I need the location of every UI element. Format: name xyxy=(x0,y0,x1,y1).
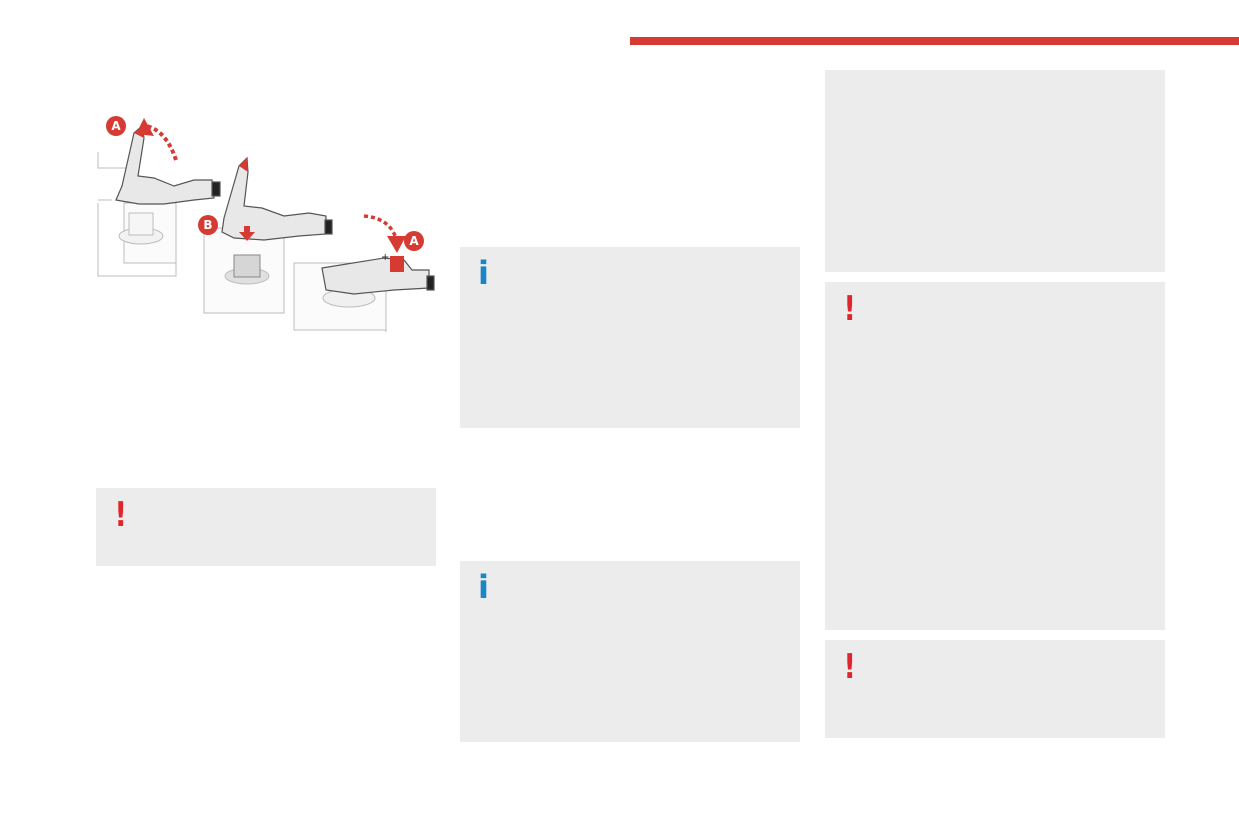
warning-exclamation-icon: ! xyxy=(843,647,856,687)
info-i-icon: i xyxy=(478,568,489,606)
battery-terminal-illustration: + A B A xyxy=(97,116,435,332)
warning-exclamation-icon: ! xyxy=(843,289,856,329)
label-b: B xyxy=(203,218,212,232)
warning-panel-right-1: ! xyxy=(825,282,1165,630)
plus-terminal-sign: + xyxy=(381,252,389,263)
label-a-top: A xyxy=(111,119,121,133)
info-panel-1: i xyxy=(460,247,800,428)
info-panel-2: i xyxy=(460,561,800,742)
header-accent-bar xyxy=(630,37,1239,45)
plain-panel-right xyxy=(825,70,1165,272)
label-a-right: A xyxy=(409,234,419,248)
warning-panel-left: ! xyxy=(96,488,436,566)
info-i-icon: i xyxy=(478,254,489,292)
warning-panel-right-2: ! xyxy=(825,640,1165,738)
warning-exclamation-icon: ! xyxy=(114,495,127,535)
